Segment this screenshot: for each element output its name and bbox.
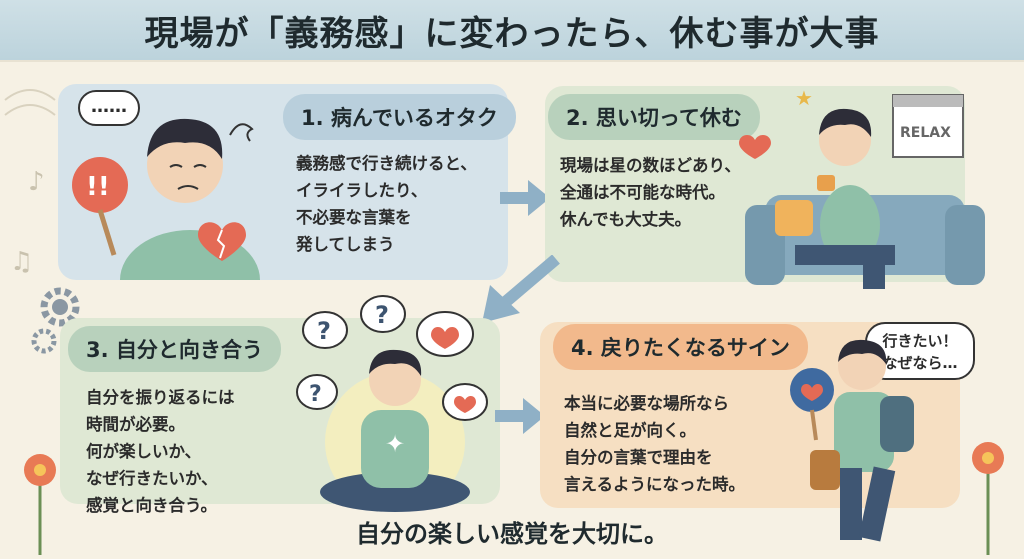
text-face-yourself: 自分を振り返るには 時間が必要。 何が楽しいか、 なぜ行きたいか、 感覚と向き合… [86,384,286,519]
heart-bubble-icon [442,383,488,421]
arrow-down-left-icon [482,255,560,323]
text-line: 全通は不可能な時代。 [560,183,725,202]
thinking-bubble: …… [78,90,140,126]
arrow-right-icon [495,398,545,434]
arrow-right-icon [500,180,550,216]
walking-person-illustration [790,339,914,542]
heading-take-rest: 2. 思い切って休む [548,94,760,140]
text-line: 自分の言葉で理由を [564,448,713,467]
title-bar: 現場が「義務感」に変わったら、休む事が大事 [0,0,1024,62]
svg-text:♪: ♪ [28,167,45,197]
question-bubble-icon: ? [360,295,406,333]
text-sick-otaku: 義務感で行き続けると、 イライラしたり、 不必要な言葉を 発してしまう [296,150,501,258]
text-line: イライラしたり、 [296,181,428,200]
question-bubble-icon: ? [296,374,338,410]
fan-icon [790,368,834,441]
question-mark: ? [309,382,322,407]
text-line: 時間が必要。 [86,415,185,434]
speech-line: なぜなら… [882,354,958,372]
text-line: 不必要な言葉を [296,208,412,227]
text-line: 発してしまう [296,235,395,254]
text-line: 現場は星の数ほどあり、 [560,156,741,175]
question-mark: ? [375,301,389,329]
svg-text:♫: ♫ [10,247,33,277]
text-line: 何が楽しいか、 [86,442,202,461]
text-take-rest: 現場は星の数ほどあり、 全通は不可能な時代。 休んでも大丈夫。 [560,152,750,233]
question-bubble-icon: ? [302,311,348,349]
flower-decoration [972,442,1004,555]
calendar-label: RELAX [900,125,951,141]
star-icon: ★ [795,86,813,110]
fan-icon: !! [72,157,128,256]
text-line: 義務感で行き続けると、 [296,154,477,173]
text-line: 感覚と向き合う。 [86,496,218,515]
calendar-icon: RELAX [892,94,964,158]
text-line: なぜ行きたいか、 [86,469,218,488]
heading-sick-otaku: 1. 病んでいるオタク [283,94,516,140]
text-return-sign: 本当に必要な場所なら 自然と足が向く。 自分の言葉で理由を 言えるようになった時… [564,390,814,498]
heading-face-yourself: 3. 自分と向き合う [68,326,281,372]
heart-icon [739,134,771,159]
page-title: 現場が「義務感」に変わったら、休む事が大事 [144,13,880,54]
sparkle-icon: ✦ [385,430,405,458]
heart-broken-icon [198,222,246,261]
sad-person-illustration: !! [72,118,260,280]
question-mark: ? [317,317,331,345]
meditating-person-illustration: ? ? ? ✦ [296,295,488,512]
text-line: 本当に必要な場所なら [564,394,729,413]
text-line: 言えるようになった時。 [564,475,746,494]
flower-decoration [24,454,56,555]
relaxing-person-illustration: RELAX ★ ★ [739,86,985,289]
text-line: 自然と足が向く。 [564,421,696,440]
text-line: 休んでも大丈夫。 [560,210,692,229]
heading-return-sign: 4. 戻りたくなるサイン [553,324,808,370]
text-line: 自分を振り返るには [86,388,235,407]
gear-icon [31,287,80,354]
heart-bubble-icon [416,311,474,357]
fan-label: !! [86,172,110,202]
footer-message: 自分の楽しい感覚を大切に。 [356,520,668,548]
speech-line: 行きたい！ [882,332,958,350]
music-notes-decoration: ♪ ♫ [4,89,56,277]
